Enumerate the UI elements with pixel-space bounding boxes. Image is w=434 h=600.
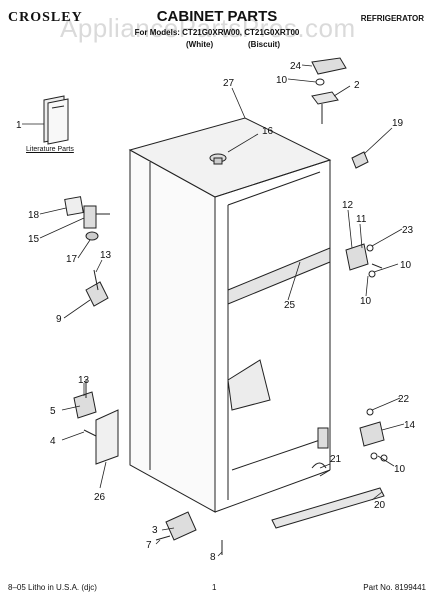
literature-parts-label: Literature Parts: [26, 146, 74, 153]
callout-17: 17: [66, 254, 78, 265]
callout-22: 22: [398, 394, 410, 405]
callout-21: 21: [330, 454, 342, 465]
finish-biscuit: (Biscuit): [248, 40, 280, 49]
lower-right-hinge: [359, 408, 388, 462]
callout-27: 27: [223, 78, 235, 89]
callout-13-upper: 13: [100, 250, 112, 261]
callout-24: 24: [290, 61, 302, 72]
callout-16: 16: [262, 126, 274, 137]
callout-3: 3: [152, 525, 158, 536]
category-label: REFRIGERATOR: [360, 14, 424, 23]
callout-1: 1: [16, 120, 22, 131]
brand-logo: CROSLEY: [8, 10, 83, 25]
left-hinge-assembly: [64, 196, 110, 241]
callout-7: 7: [146, 540, 152, 551]
right-center-hinge: [345, 243, 383, 278]
model-list: For Models: CT21G0XRW00, CT21G0XRT00: [134, 28, 300, 37]
callout-10-lower: 10: [360, 296, 372, 307]
cabinet-body: [128, 117, 332, 513]
callout-18: 18: [28, 210, 40, 221]
leader-lines: [22, 64, 405, 557]
part-number: Part No. 8199441: [363, 583, 426, 592]
callout-10-mid: 10: [400, 260, 412, 271]
top-hinge-cover: [311, 57, 347, 124]
callout-12: 12: [342, 200, 354, 211]
callout-9: 9: [56, 314, 62, 325]
callout-11: 11: [356, 214, 367, 225]
callout-2: 2: [354, 80, 360, 91]
page-number: 1: [212, 583, 217, 592]
literature-booklet: [43, 95, 69, 145]
part-21-clip: [311, 462, 327, 469]
part-19: [351, 151, 369, 169]
callout-26: 26: [94, 492, 106, 503]
callout-23: 23: [402, 225, 414, 236]
finish-white: (White): [186, 40, 214, 49]
watermark: AppliancePartsPros.com: [60, 13, 356, 43]
lower-left-bracket: [73, 380, 119, 465]
callout-14: 14: [404, 420, 416, 431]
callout-10-top: 10: [276, 75, 288, 86]
callout-10-bottom: 10: [394, 464, 406, 475]
callout-4: 4: [50, 436, 56, 447]
callout-19: 19: [392, 118, 404, 129]
callout-5: 5: [50, 406, 56, 417]
callout-15: 15: [28, 234, 40, 245]
footer-print-info: 8–05 Litho in U.S.A. (djc): [8, 583, 97, 592]
callout-20: 20: [374, 500, 386, 511]
page-title: CABINET PARTS: [156, 8, 278, 25]
part-16-plug: [209, 153, 227, 165]
bottom-hinge: [155, 511, 223, 555]
callout-numbers: 1 27 16 24 10 2 19 18 15 17 13 9 12 11 2…: [16, 61, 416, 563]
callout-13-lower: 13: [78, 375, 90, 386]
callout-8: 8: [210, 552, 216, 563]
callout-25: 25: [284, 300, 296, 311]
part-20-grille: [271, 487, 385, 529]
part-9-bracket: [85, 269, 109, 307]
